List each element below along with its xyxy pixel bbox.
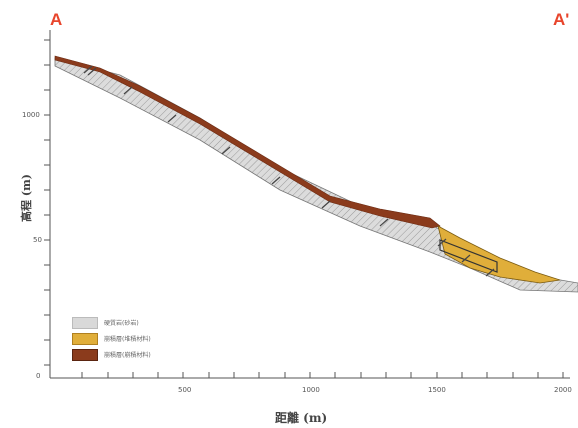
x-axis-ticks bbox=[81, 372, 564, 378]
section-end-label: A' bbox=[553, 10, 570, 29]
slip-surface-markers bbox=[83, 65, 495, 277]
legend-label: 崩積層(崩積材料) bbox=[104, 352, 151, 359]
y-axis-label: 高程 (m) bbox=[20, 174, 33, 222]
legend-swatch bbox=[72, 348, 98, 361]
x-tick-label: 1500 bbox=[428, 386, 446, 394]
yellow-colluvium-deposit bbox=[437, 225, 561, 284]
legend-label: 崩積層(堆積材料) bbox=[104, 336, 151, 343]
legend-swatch bbox=[72, 332, 98, 345]
y-tick-label: 50 bbox=[33, 236, 42, 244]
legend-item-deposit: 崩積層(堆積材料) bbox=[72, 332, 151, 345]
legend-item-bedrock: 硬質岩(砂岩) bbox=[72, 316, 139, 329]
legend-swatch bbox=[72, 316, 98, 329]
y-axis-ticks bbox=[44, 39, 50, 366]
y-tick-label: 1000 bbox=[22, 111, 40, 119]
x-axis-label: 距離 (m) bbox=[275, 411, 328, 425]
landslide-block-outline bbox=[439, 239, 498, 273]
y-tick-label: 0 bbox=[36, 372, 41, 380]
legend-label: 硬質岩(砂岩) bbox=[104, 320, 139, 327]
x-tick-label: 2000 bbox=[554, 386, 572, 394]
x-tick-label: 500 bbox=[178, 386, 192, 394]
legend-item-colluvium: 崩積層(崩積材料) bbox=[72, 348, 151, 361]
brown-colluvium-layer bbox=[54, 55, 441, 229]
section-start-label: A bbox=[50, 10, 63, 29]
x-tick-label: 1000 bbox=[302, 386, 320, 394]
bedrock-slope-band bbox=[54, 57, 578, 293]
